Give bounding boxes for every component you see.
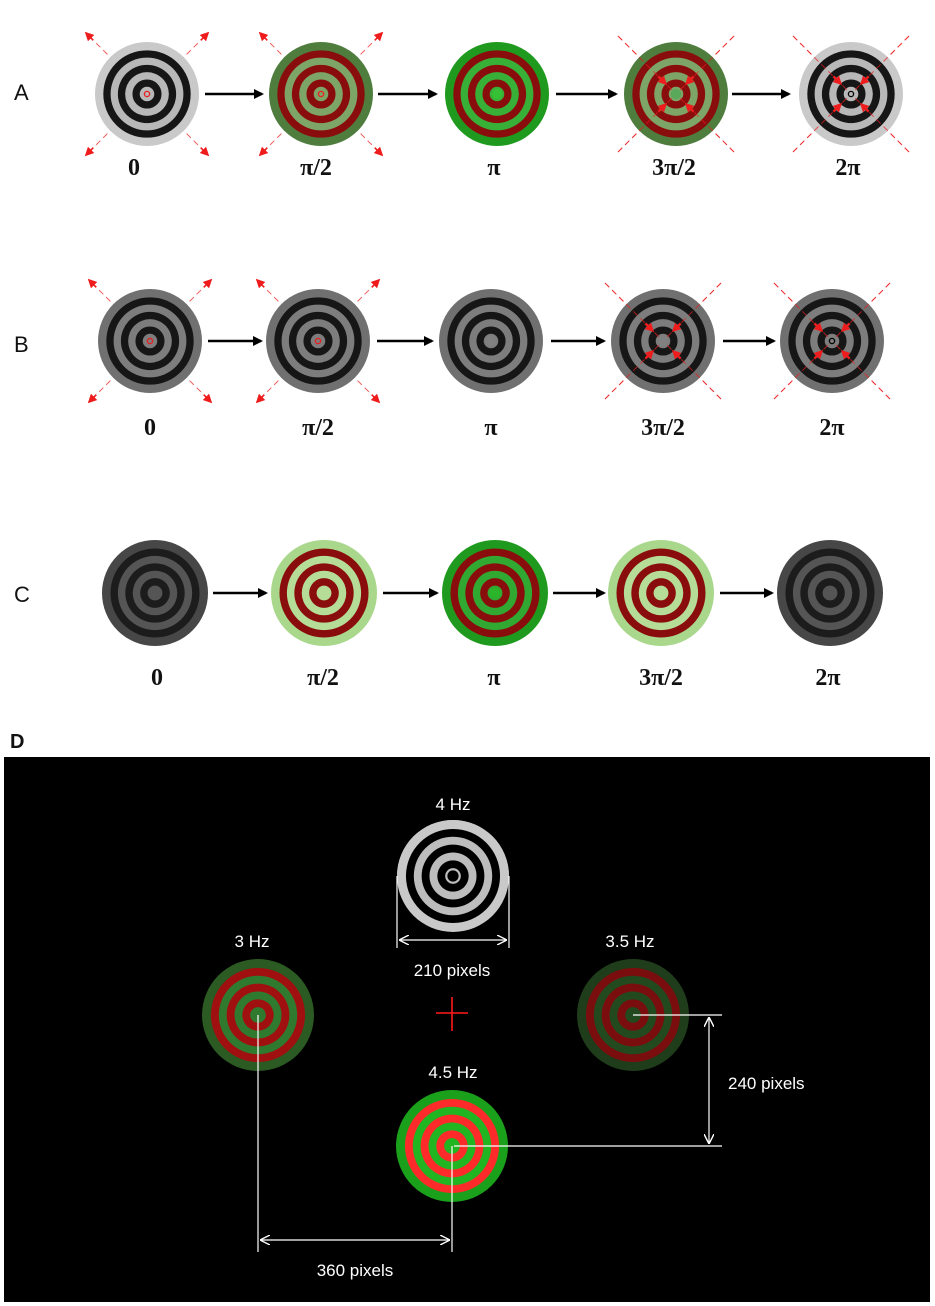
fixation-cross	[436, 997, 468, 1031]
row-c-phase-4: 2π	[815, 665, 840, 691]
stimulus-label-3-5hz: 3.5 Hz	[605, 932, 654, 951]
row-a-contraction-heads-4	[791, 34, 911, 154]
row-a-stimulus-0	[95, 42, 199, 146]
horizontal-offset-label: 360 pixels	[317, 1261, 394, 1280]
row-a-phase-3: 3π/2	[652, 155, 696, 181]
row-a-phase-4: 2π	[835, 155, 860, 181]
row-a-stimulus-2	[445, 42, 549, 146]
row-a-phase-0: 0	[128, 155, 140, 181]
stimulus-4hz-face	[397, 820, 509, 932]
row-b-phase-4: 2π	[819, 415, 844, 441]
row-c: C 0 π/2 π 3π/2 2π	[14, 540, 883, 691]
row-c-stimulus-1	[271, 540, 377, 646]
row-a-label: A	[14, 80, 29, 105]
vertical-offset-label: 240 pixels	[728, 1074, 805, 1093]
row-c-stimulus-2	[442, 540, 548, 646]
row-a: A 0 π/2 π 3π/2 2π	[14, 31, 911, 181]
row-c-phase-2: π	[487, 665, 500, 691]
row-a-phase-labels: 0 π/2 π 3π/2 2π	[128, 155, 861, 181]
stimulus-label-4hz: 4 Hz	[436, 795, 471, 814]
row-a-stimuli	[84, 31, 911, 157]
row-c-stimuli	[102, 540, 883, 646]
row-a-phase-2: π	[487, 155, 500, 181]
row-b-contraction-arrows-3	[603, 281, 723, 401]
row-c-stimulus-4	[777, 540, 883, 646]
row-a-stimulus-1	[269, 42, 373, 146]
diameter-label: 210 pixels	[414, 961, 491, 980]
row-b-stimulus-2	[439, 289, 543, 393]
row-c-label: C	[14, 582, 30, 607]
panel-d: 4 Hz 3 Hz 3.5 Hz 4.5 Hz 210 pixels 240 p…	[4, 757, 930, 1302]
row-b-contraction-arrows-4	[772, 281, 892, 401]
row-c-phase-0: 0	[151, 665, 163, 691]
row-b-stimuli	[87, 278, 892, 404]
row-c-phase-labels: 0 π/2 π 3π/2 2π	[151, 665, 841, 691]
stimulus-label-4-5hz: 4.5 Hz	[428, 1063, 477, 1082]
row-c-phase-3: 3π/2	[639, 665, 683, 691]
vertical-offset-annotation: 240 pixels	[454, 1014, 805, 1147]
row-b-phase-2: π	[484, 415, 497, 441]
stimulus-label-3hz: 3 Hz	[235, 932, 270, 951]
row-c-stimulus-0	[102, 540, 208, 646]
row-c-phase-1: π/2	[307, 665, 339, 691]
diameter-annotation: 210 pixels	[396, 876, 510, 980]
row-a-phase-1: π/2	[300, 155, 332, 181]
row-b-phase-0: 0	[144, 415, 156, 441]
row-b-phase-labels: 0 π/2 π 3π/2 2π	[144, 415, 845, 441]
panel-d-label: D	[10, 731, 24, 753]
row-b-label: B	[14, 332, 29, 357]
row-b-phase-3: 3π/2	[641, 415, 685, 441]
horizontal-offset-annotation: 360 pixels	[257, 1015, 453, 1280]
row-b-phase-1: π/2	[302, 415, 334, 441]
row-b-stimulus-1	[266, 289, 370, 393]
row-a-contraction-heads-3	[616, 34, 736, 154]
row-b: B 0 π/2 π 3π/2 2π	[14, 278, 892, 441]
row-c-stimulus-3	[608, 540, 714, 646]
row-b-stimulus-0	[98, 289, 202, 393]
